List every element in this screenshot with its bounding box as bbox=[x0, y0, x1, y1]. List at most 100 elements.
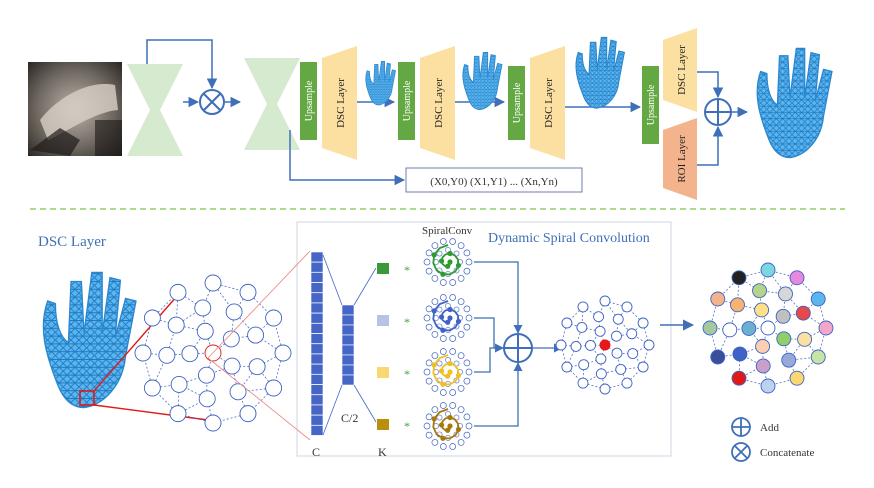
encoder-hourglass-2 bbox=[244, 58, 300, 150]
spiral-add-icon bbox=[503, 333, 533, 363]
graph-edge bbox=[590, 331, 601, 346]
graph-node bbox=[789, 370, 805, 386]
spiral-node bbox=[431, 362, 437, 368]
kernel-line-2 bbox=[353, 384, 377, 423]
spiral-outer-node bbox=[449, 402, 457, 409]
spiral-node bbox=[438, 314, 445, 320]
legend-add-icon bbox=[731, 417, 751, 437]
roi-block: ROI Layer bbox=[663, 118, 697, 200]
graph-node bbox=[561, 361, 573, 373]
graph-node bbox=[722, 322, 738, 338]
spiral-outer-node bbox=[431, 352, 439, 359]
spiral-outer-node bbox=[439, 294, 447, 301]
graph-node bbox=[594, 325, 606, 337]
spiral-outer-node bbox=[457, 439, 465, 446]
spiral-outer-node bbox=[449, 389, 457, 396]
svg-text:DSC Layer: DSC Layer bbox=[433, 78, 445, 128]
kernel-2 bbox=[377, 315, 389, 326]
spiral-outer-node bbox=[439, 238, 447, 245]
hand-mesh-small-2 bbox=[462, 51, 503, 111]
channel-cell bbox=[310, 282, 324, 293]
spiral-outer-node bbox=[465, 258, 473, 266]
add-icon bbox=[704, 98, 732, 126]
graph-node bbox=[239, 283, 257, 301]
graph-node bbox=[204, 274, 222, 292]
spiral-outer-node bbox=[457, 275, 465, 282]
kernel-1 bbox=[377, 263, 389, 274]
graph-node bbox=[755, 358, 771, 374]
graph-node bbox=[194, 299, 212, 317]
dsc-section-title: DSC Layer bbox=[38, 234, 106, 250]
spiral-node bbox=[447, 259, 453, 265]
spiral-outer-node bbox=[457, 242, 465, 249]
spiral-node bbox=[445, 427, 451, 433]
dsc-block-2: DSC Layer bbox=[420, 46, 455, 160]
graph-node bbox=[555, 339, 567, 351]
svg-text:Upsample: Upsample bbox=[402, 80, 413, 121]
channel-bar-c2 bbox=[341, 304, 355, 386]
spiral-node bbox=[445, 319, 451, 325]
zoom-line-bottom bbox=[93, 404, 209, 421]
spiral-outer-node bbox=[425, 305, 433, 313]
graph-node bbox=[621, 377, 633, 389]
graph-node bbox=[196, 322, 214, 340]
spiral-outer-node bbox=[431, 242, 439, 249]
dynamic-spiral-title: Dynamic Spiral Convolution bbox=[488, 231, 650, 246]
channel-cell bbox=[310, 363, 324, 375]
channel-cell bbox=[310, 394, 324, 406]
input-image bbox=[28, 62, 122, 156]
multiply-symbol-4: * bbox=[404, 419, 410, 433]
graph-node bbox=[225, 303, 243, 321]
spiral-mid-node bbox=[436, 414, 443, 421]
channel-cell bbox=[310, 414, 324, 426]
svg-text:Upsample: Upsample bbox=[304, 80, 315, 121]
graph-node bbox=[599, 295, 611, 307]
spiral-outer-node bbox=[463, 267, 471, 275]
channel-cell bbox=[341, 354, 355, 366]
svg-text:DSC Layer: DSC Layer bbox=[676, 45, 688, 95]
graph-edge bbox=[632, 344, 650, 354]
spiral-node bbox=[447, 369, 453, 375]
graph-node bbox=[181, 345, 199, 363]
spiral-node bbox=[447, 315, 453, 321]
channel-cell bbox=[341, 334, 355, 346]
graph-node bbox=[576, 321, 588, 333]
channel-k-label: K bbox=[378, 445, 387, 459]
spiral-node bbox=[447, 423, 453, 429]
spiral-outer-node bbox=[439, 279, 447, 286]
graph-edge bbox=[767, 327, 785, 340]
graph-edge bbox=[581, 327, 601, 332]
multiply-symbol-2: * bbox=[404, 315, 410, 329]
spiral-node bbox=[455, 262, 462, 269]
graph-node bbox=[577, 377, 589, 389]
spiral-node bbox=[431, 308, 437, 314]
graph-node bbox=[577, 301, 589, 313]
multiply-symbol-3: * bbox=[404, 367, 410, 381]
graph-node bbox=[795, 305, 811, 321]
graph-edge bbox=[566, 364, 584, 368]
graph-edge bbox=[762, 327, 769, 347]
graph-node bbox=[167, 316, 185, 334]
channel-cell bbox=[341, 304, 355, 316]
spiral-outer-node bbox=[431, 275, 439, 282]
spiral-node bbox=[440, 327, 446, 333]
graph-node bbox=[776, 331, 792, 347]
spiral-arrow-3 bbox=[474, 347, 503, 373]
pink-line-bottom bbox=[207, 357, 311, 441]
split-line-1 bbox=[322, 254, 343, 306]
spiral-node bbox=[455, 372, 462, 379]
graph-node bbox=[222, 330, 240, 348]
graph-node bbox=[778, 286, 793, 302]
graph-node bbox=[710, 291, 726, 307]
spiral-outer-node bbox=[425, 249, 433, 257]
graph-node bbox=[143, 309, 161, 327]
graph-node bbox=[760, 320, 776, 336]
zoom-line-top bbox=[93, 287, 185, 392]
spiral-outer-node bbox=[463, 377, 471, 385]
spiral-node bbox=[440, 271, 446, 277]
spiral-outer-node bbox=[439, 389, 447, 396]
graph-node bbox=[593, 311, 605, 323]
graph-edge bbox=[729, 328, 749, 331]
channel-cell bbox=[310, 323, 324, 334]
spiral-outer-node bbox=[423, 422, 431, 430]
